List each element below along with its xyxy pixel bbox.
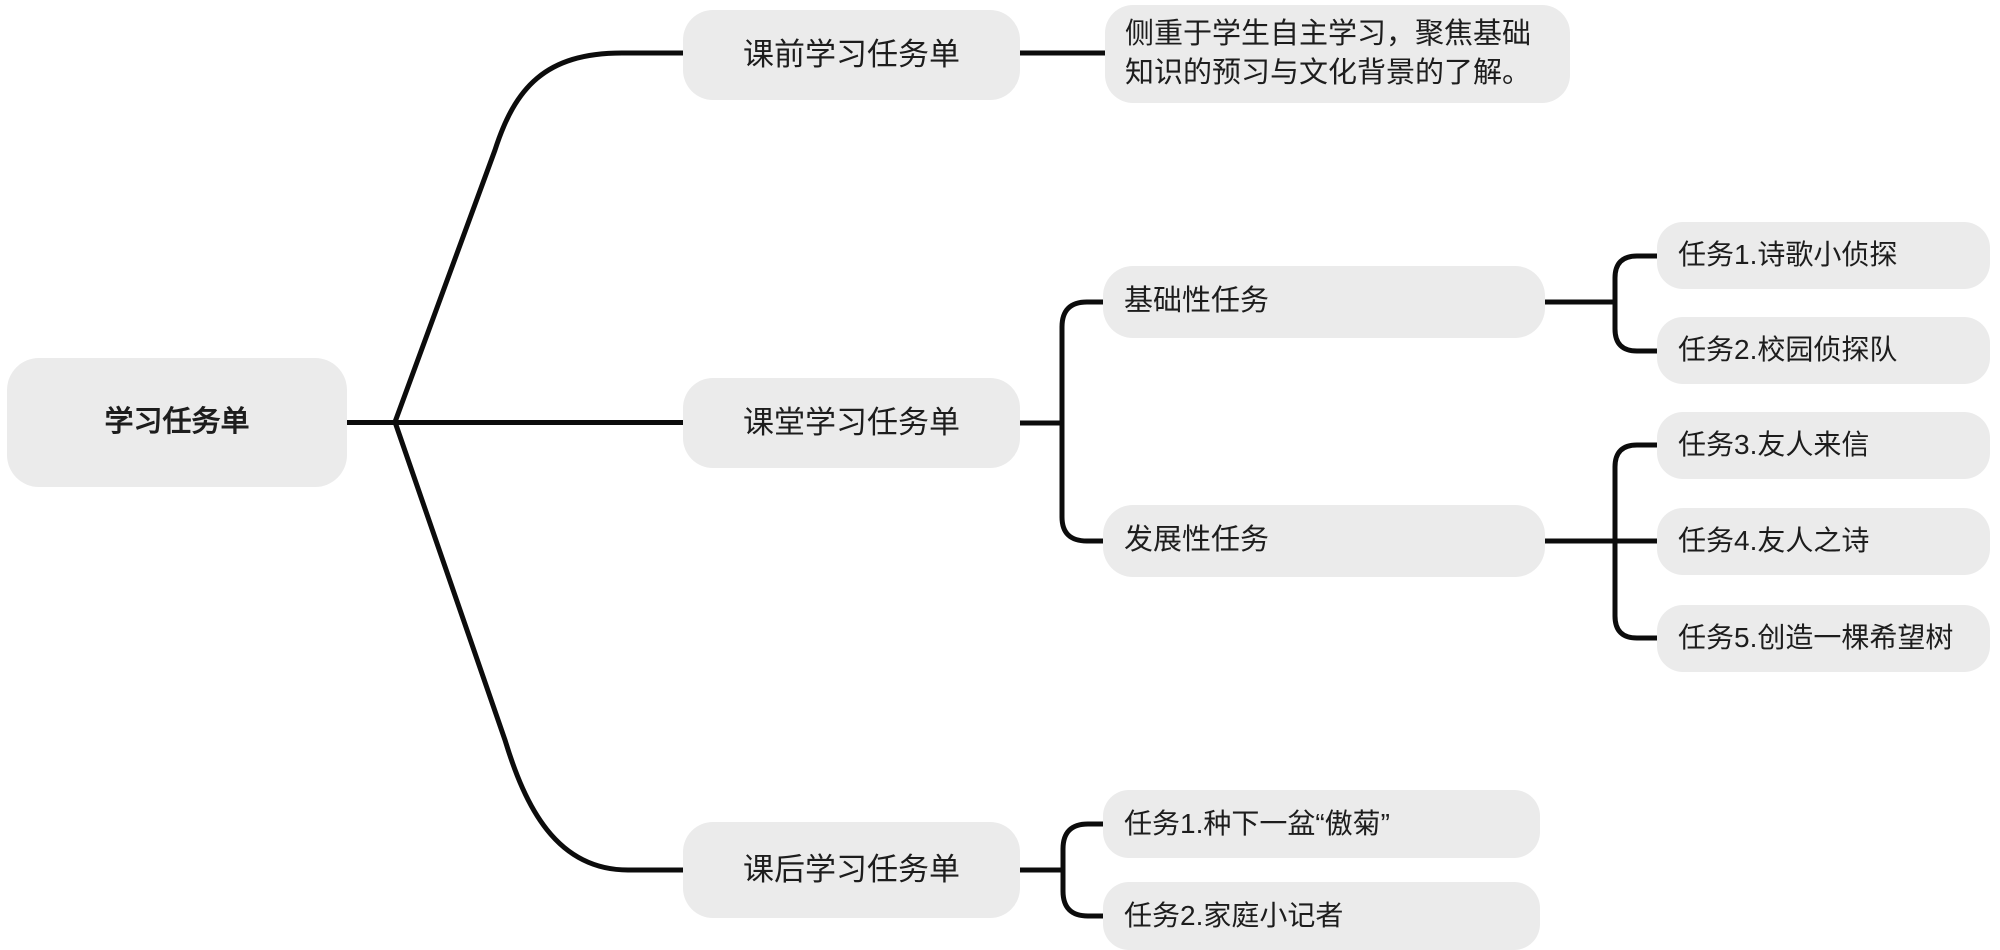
edge-root-to-preclass — [392, 50, 683, 423]
subnode-basic-tasks-label: 基础性任务 — [1124, 285, 1270, 318]
task-node-poetry-detective-label: 任务1.诗歌小侦探 — [1678, 239, 1898, 271]
branch-node-pre-class-label: 课前学习任务单 — [743, 36, 960, 72]
bracket-develop-tasks — [1612, 442, 1657, 641]
note-node-pre-class[interactable]: 侧重于学生自主学习，聚焦基础知识的预习与文化背景的了解。 — [1105, 5, 1570, 103]
task-node-family-reporter-label: 任务2.家庭小记者 — [1124, 899, 1344, 931]
bracket-inclass-children — [1059, 299, 1103, 544]
task-node-friend-poem[interactable]: 任务4.友人之诗 — [1657, 508, 1990, 575]
branch-node-after-class[interactable]: 课后学习任务单 — [683, 822, 1020, 918]
root-node[interactable]: 学习任务单 — [7, 358, 347, 487]
task-node-friend-poem-label: 任务4.友人之诗 — [1678, 525, 1870, 557]
task-node-campus-detective-team-label: 任务2.校园侦探队 — [1678, 334, 1898, 366]
note-node-pre-class-text: 侧重于学生自主学习，聚焦基础知识的预习与文化背景的了解。 — [1125, 18, 1532, 89]
root-node-label: 学习任务单 — [104, 405, 250, 438]
subnode-development-tasks[interactable]: 发展性任务 — [1103, 505, 1545, 577]
subnode-basic-tasks[interactable]: 基础性任务 — [1103, 266, 1545, 338]
branch-node-pre-class[interactable]: 课前学习任务单 — [683, 10, 1020, 100]
branch-node-in-class-label: 课堂学习任务单 — [743, 404, 960, 440]
subnode-development-tasks-label: 发展性任务 — [1124, 524, 1270, 557]
task-node-campus-detective-team[interactable]: 任务2.校园侦探队 — [1657, 317, 1990, 384]
task-node-plant-chrysanthemum-label: 任务1.种下一盆“傲菊” — [1124, 807, 1391, 839]
task-node-plant-chrysanthemum[interactable]: 任务1.种下一盆“傲菊” — [1103, 790, 1540, 858]
task-node-friend-letter[interactable]: 任务3.友人来信 — [1657, 412, 1990, 479]
bracket-basic-tasks — [1612, 253, 1657, 354]
task-node-family-reporter[interactable]: 任务2.家庭小记者 — [1103, 882, 1540, 950]
branch-node-in-class[interactable]: 课堂学习任务单 — [683, 378, 1020, 468]
edge-root-to-afterclass — [392, 421, 683, 873]
branch-node-after-class-label: 课后学习任务单 — [743, 851, 960, 887]
task-node-hope-tree-label: 任务5.创造一棵希望树 — [1678, 622, 1954, 654]
bracket-afterclass-tasks — [1060, 821, 1103, 919]
task-node-hope-tree[interactable]: 任务5.创造一棵希望树 — [1657, 605, 1990, 672]
task-node-friend-letter-label: 任务3.友人来信 — [1678, 429, 1870, 461]
task-node-poetry-detective[interactable]: 任务1.诗歌小侦探 — [1657, 222, 1990, 289]
